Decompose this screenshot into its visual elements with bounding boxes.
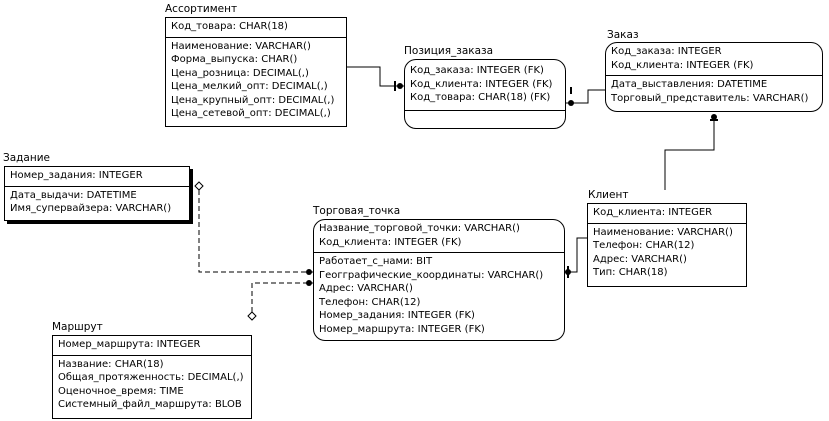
rel-klient-zakaz [664, 114, 718, 190]
pk-section: Код_заказа: INTEGER (FK) Код_клиента: IN… [405, 60, 565, 111]
rel-zakaz-poziciya [566, 87, 610, 106]
pk-section: Код_товара: CHAR(18) [166, 18, 346, 38]
attribute: Наименование: VARCHAR() [593, 226, 733, 238]
pk-attribute: Название_торговой_точки: VARCHAR() [319, 223, 520, 234]
attribute: Оценочное_время: TIME [58, 385, 184, 397]
entity-title-poziciya: Позиция_заказа [404, 45, 494, 57]
attribute: Телефон: CHAR(12) [593, 240, 695, 251]
attribute: Адрес: VARCHAR() [593, 253, 687, 265]
attribute: Имя_супервайзера: VARCHAR() [10, 203, 172, 214]
pk-attribute: Номер_задания: INTEGER [10, 170, 143, 181]
attribute: Телефон: CHAR(12) [319, 296, 421, 308]
entity-assortiment[interactable]: Код_товара: CHAR(18) Наименование: VARCH… [165, 17, 347, 127]
pk-attribute: Код_товара: CHAR(18) [171, 21, 288, 32]
attribute: Цена_мелкий_опт: DECIMAL(,) [171, 81, 328, 92]
entity-title-zadanie: Задание [3, 152, 51, 164]
entity-title-tochka: Торговая_точка [313, 205, 401, 217]
pk-attribute: Код_товара: CHAR(18) (FK) [410, 92, 551, 103]
pk-section: Название_торговой_точки: VARCHAR() Код_к… [314, 220, 564, 253]
pk-section: Код_заказа: INTEGER Код_клиента: INTEGER… [606, 43, 822, 76]
attribute-section: Работает_с_нами: BIT Геогграфические_коо… [314, 253, 564, 339]
attribute-section: Дата_выставления: DATETIME Торговый_пред… [606, 76, 822, 108]
entity-klient[interactable]: Код_клиента: INTEGER Наименование: VARCH… [587, 203, 747, 287]
attribute: Общая_протяженность: DECIMAL(,) [58, 372, 244, 383]
pk-attribute: Код_заказа: INTEGER [611, 46, 722, 57]
attribute: Системный_файл_маршрута: BLOB [58, 399, 242, 410]
rel-klient-tochka [565, 237, 587, 278]
entity-title-zakaz: Заказ [607, 29, 639, 41]
entity-title-marshrut: Маршрут [52, 321, 103, 333]
attribute: Цена_крупный_опт: DECIMAL(,) [171, 94, 335, 106]
pk-section: Номер_задания: INTEGER [5, 167, 189, 187]
pk-attribute: Код_клиента: INTEGER (FK) [410, 78, 553, 90]
entity-title-assortiment: Ассортимент [165, 3, 238, 15]
attribute: Торговый_представитель: VARCHAR() [611, 92, 809, 104]
attribute: Адрес: VARCHAR() [319, 283, 413, 294]
pk-attribute: Код_клиента: INTEGER (FK) [319, 236, 462, 248]
attribute: Цена_розница: DECIMAL(,) [171, 67, 309, 79]
rel-assortiment-poziciya [346, 66, 404, 91]
attribute: Форма_выпуска: CHAR() [171, 54, 298, 65]
attribute: Дата_выдачи: DATETIME [10, 189, 137, 201]
entity-poziciya-zakaza[interactable]: Код_заказа: INTEGER (FK) Код_клиента: IN… [404, 59, 566, 129]
attribute: Работает_с_нами: BIT [319, 256, 433, 267]
pk-attribute: Код_клиента: INTEGER (FK) [611, 59, 754, 71]
entity-marshrut[interactable]: Номер_маршрута: INTEGER Название: CHAR(1… [52, 335, 252, 419]
pk-attribute: Код_заказа: INTEGER (FK) [410, 65, 544, 76]
entity-title-klient: Клиент [588, 189, 629, 201]
attribute: Геогграфические_координаты: VARCHAR() [319, 269, 544, 281]
pk-section: Номер_маршрута: INTEGER [53, 336, 251, 356]
entity-zakaz[interactable]: Код_заказа: INTEGER Код_клиента: INTEGER… [605, 42, 823, 112]
rel-marshrut-tochka [247, 280, 313, 321]
entity-torgovaya-tochka[interactable]: Название_торговой_точки: VARCHAR() Код_к… [313, 219, 565, 341]
attribute-section: Наименование: VARCHAR() Телефон: CHAR(12… [588, 224, 746, 283]
attribute-section: Название: CHAR(18) Общая_протяженность: … [53, 356, 251, 415]
attribute-section: Дата_выдачи: DATETIME Имя_супервайзера: … [5, 187, 189, 219]
attribute: Номер_маршрута: INTEGER (FK) [319, 323, 485, 335]
rel-zadanie-tochka [194, 181, 313, 275]
attribute: Дата_выставления: DATETIME [611, 79, 768, 90]
attribute: Название: CHAR(18) [58, 358, 164, 370]
attribute: Наименование: VARCHAR() [171, 40, 311, 52]
attribute: Цена_сетевой_опт: DECIMAL(,) [171, 108, 331, 119]
pk-attribute: Код_клиента: INTEGER [593, 207, 713, 218]
entity-zadanie[interactable]: Номер_задания: INTEGER Дата_выдачи: DATE… [4, 166, 190, 221]
pk-attribute: Номер_маршрута: INTEGER [58, 339, 201, 350]
pk-section: Код_клиента: INTEGER [588, 204, 746, 224]
attribute-section: Наименование: VARCHAR() Форма_выпуска: C… [166, 38, 346, 124]
attribute: Номер_задания: INTEGER (FK) [319, 310, 475, 321]
attribute: Тип: CHAR(18) [593, 267, 668, 278]
